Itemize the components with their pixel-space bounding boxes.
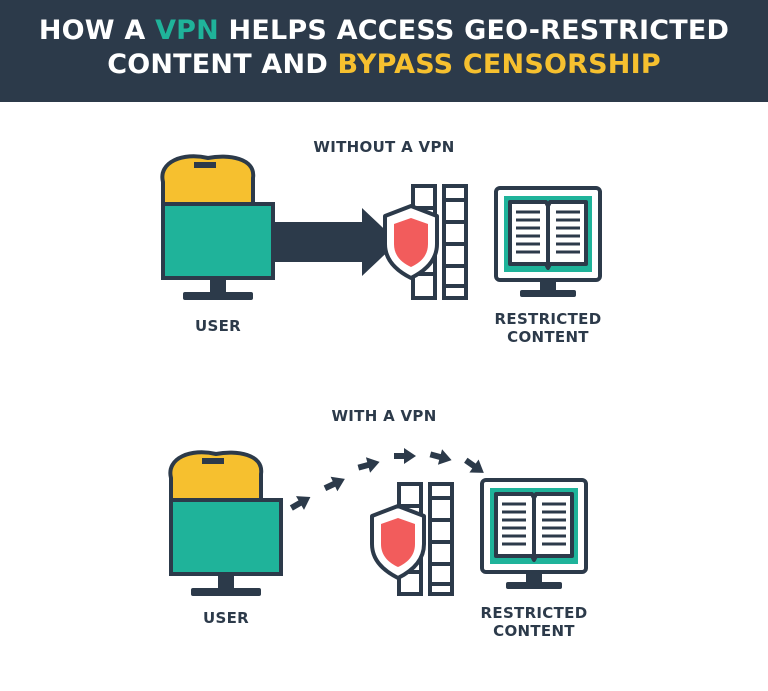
arrow-icon bbox=[321, 471, 349, 496]
book-monitor-icon bbox=[480, 478, 588, 591]
title-text: HELPS ACCESS GEO-RESTRICTED bbox=[218, 15, 730, 46]
arrow-icon bbox=[356, 454, 382, 476]
restricted-content-label-line2: CONTENT bbox=[507, 328, 589, 346]
title-bypass-highlight: BYPASS CENSORSHIP bbox=[337, 49, 661, 80]
arrow-icon bbox=[461, 453, 489, 480]
arrow-icon bbox=[287, 490, 315, 515]
arrow-icon bbox=[428, 446, 454, 468]
header-banner: HOW A VPN HELPS ACCESS GEO-RESTRICTED CO… bbox=[0, 0, 768, 102]
title-text: HOW A bbox=[38, 15, 156, 46]
book-monitor-icon bbox=[494, 186, 602, 299]
arrow-icon bbox=[273, 208, 398, 276]
restricted-content-label-line1: RESTRICTED bbox=[480, 604, 588, 622]
user-monitor-icon bbox=[160, 154, 275, 302]
scenario-heading-with-vpn: WITH A VPN bbox=[331, 407, 437, 425]
user-label: USER bbox=[195, 317, 241, 335]
restricted-content-label: RESTRICTED CONTENT bbox=[464, 604, 604, 640]
arrow-icon bbox=[394, 448, 416, 464]
user-label: USER bbox=[203, 609, 249, 627]
title-vpn-highlight: VPN bbox=[155, 15, 219, 46]
user-monitor-icon bbox=[168, 450, 283, 598]
title-text: CONTENT AND bbox=[107, 49, 338, 80]
title-line-1: HOW A VPN HELPS ACCESS GEO-RESTRICTED bbox=[0, 14, 768, 48]
restricted-content-label-line1: RESTRICTED bbox=[494, 310, 602, 328]
scenario-heading-without-vpn: WITHOUT A VPN bbox=[313, 138, 455, 156]
shield-icon bbox=[383, 204, 439, 280]
title-line-2: CONTENT AND BYPASS CENSORSHIP bbox=[0, 48, 768, 82]
restricted-content-label: RESTRICTED CONTENT bbox=[478, 310, 618, 346]
shield-icon bbox=[370, 504, 426, 580]
restricted-content-label-line2: CONTENT bbox=[493, 622, 575, 640]
